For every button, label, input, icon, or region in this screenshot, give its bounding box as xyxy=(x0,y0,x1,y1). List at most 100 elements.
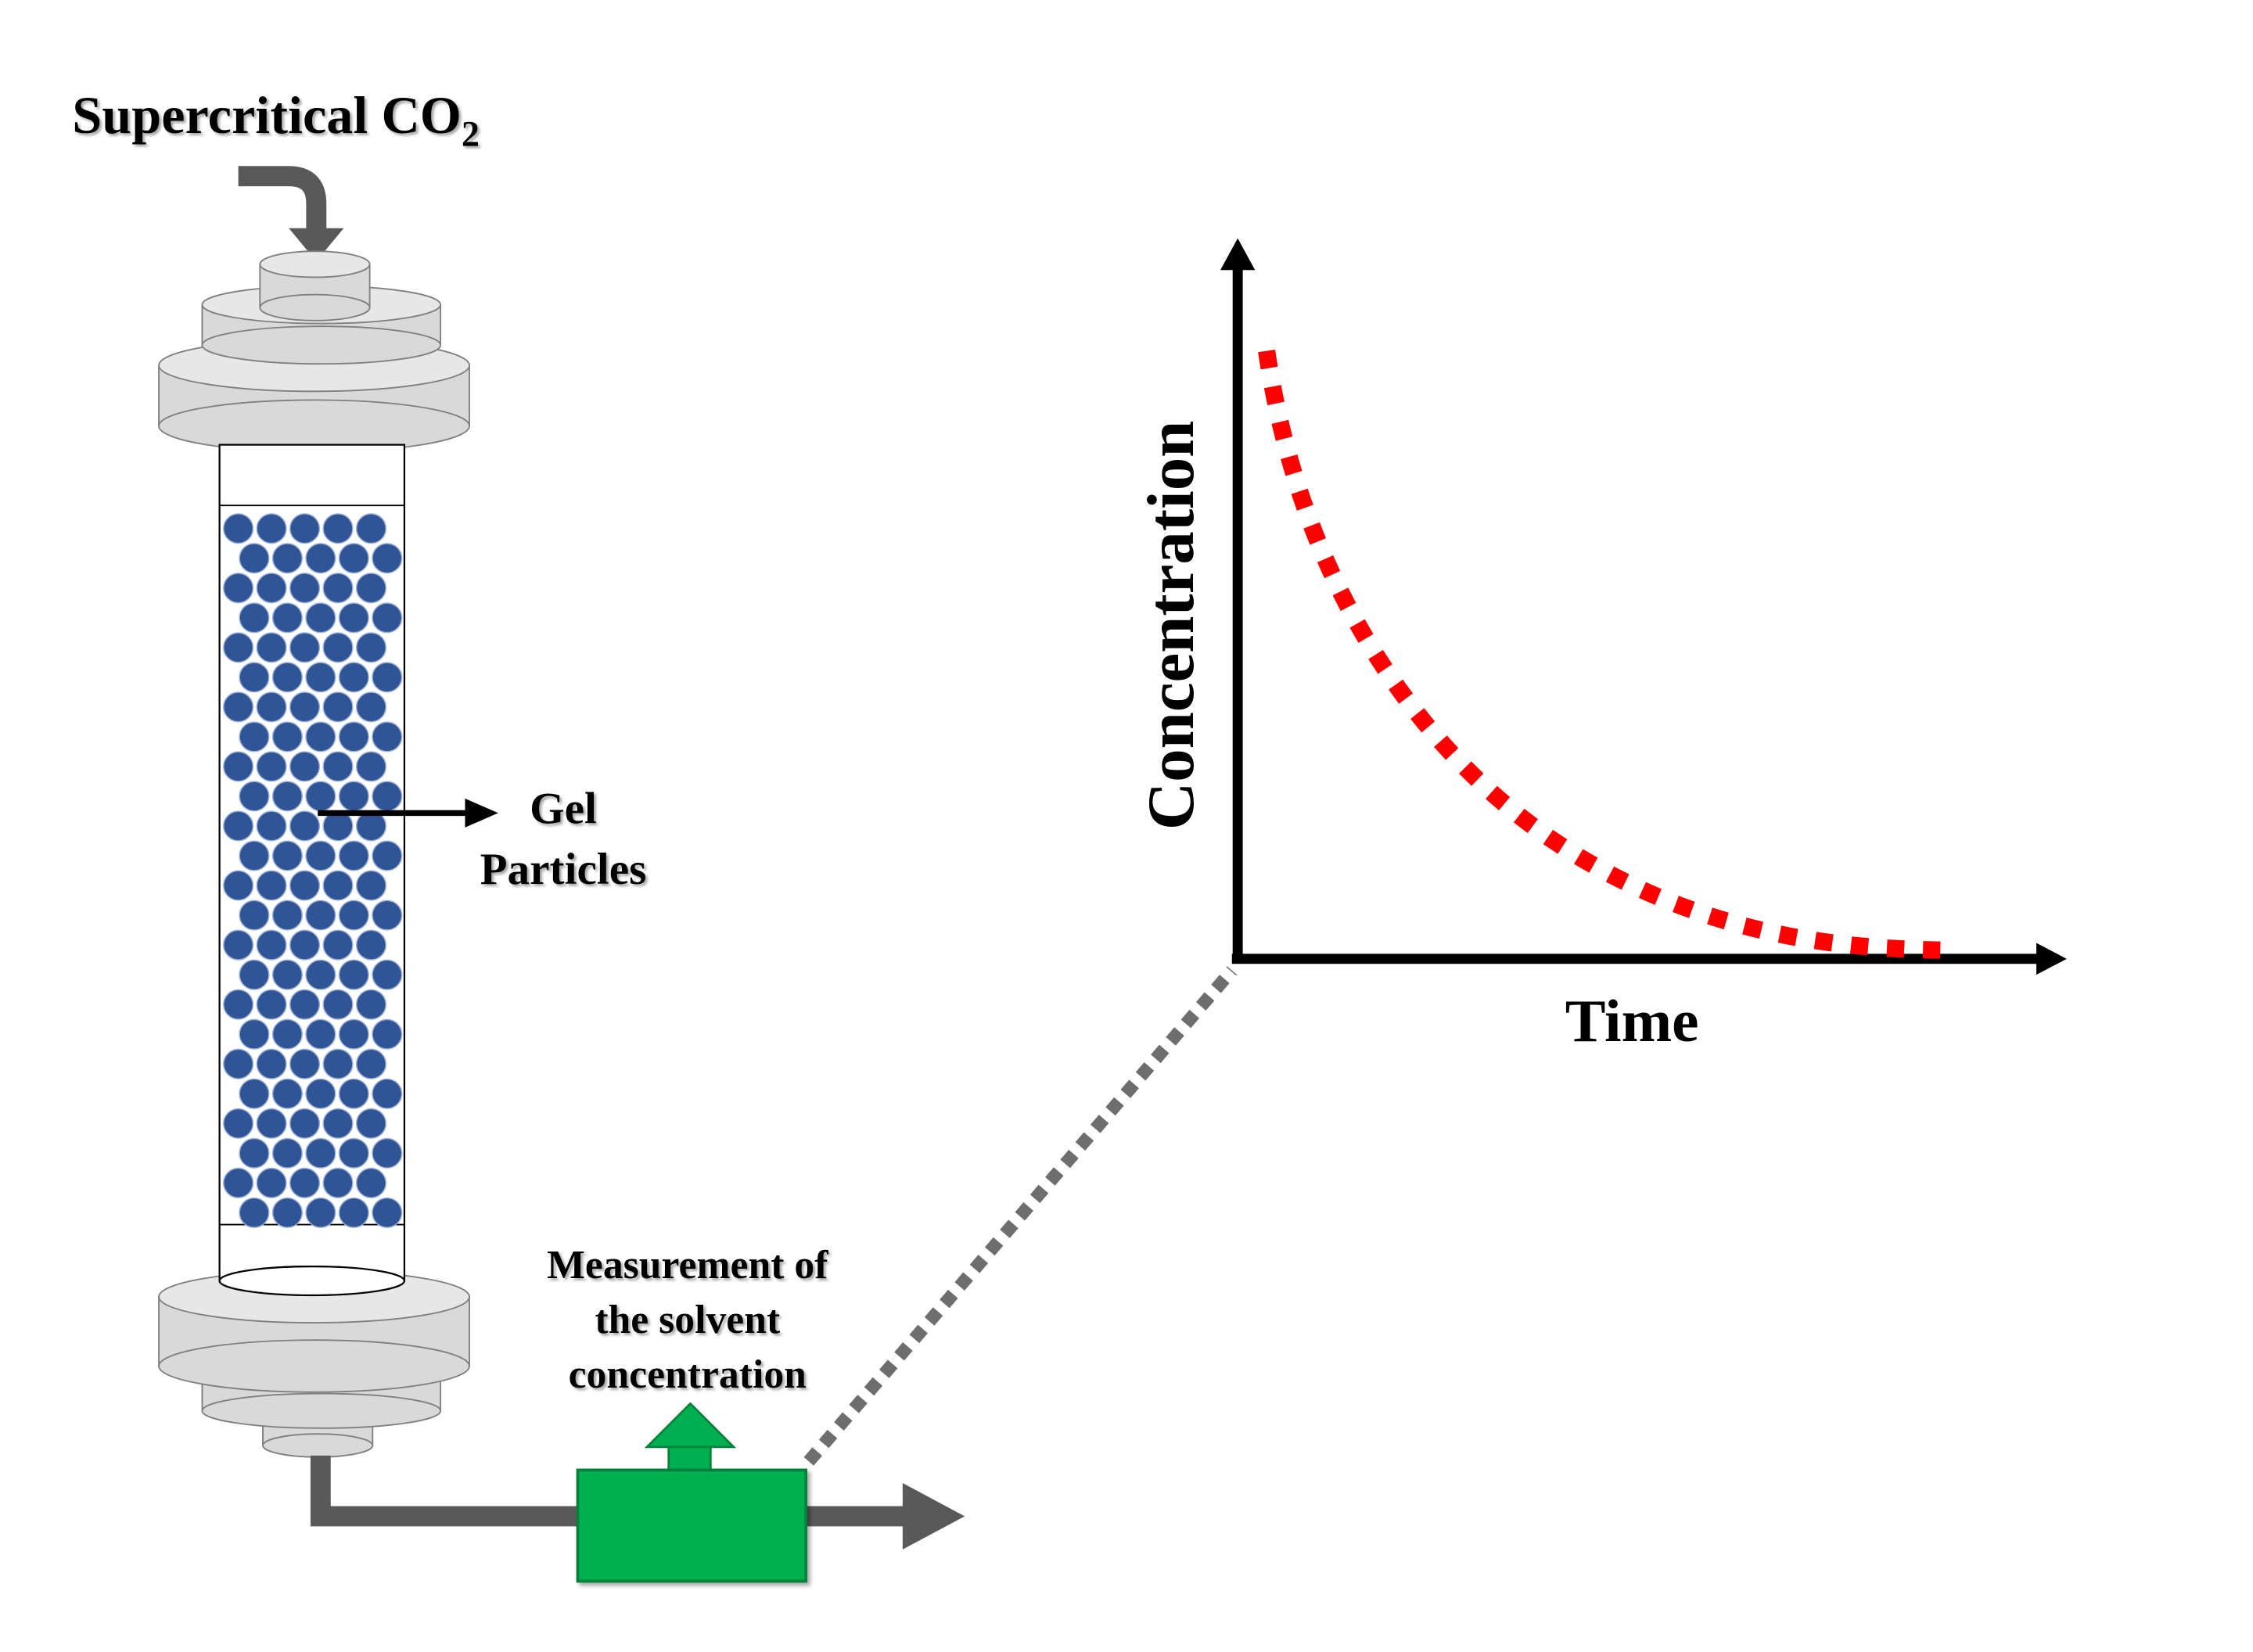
gel-particle xyxy=(305,781,336,812)
gel-particle xyxy=(223,691,254,723)
gel-particle xyxy=(289,691,321,723)
gel-particle xyxy=(256,870,287,901)
gel-particle-bed xyxy=(223,513,403,1228)
gel-particle xyxy=(305,721,336,752)
gel-particle xyxy=(372,781,403,812)
gel-particle xyxy=(322,1048,354,1079)
svg-text:Measurement of: Measurement of xyxy=(547,1243,828,1287)
gel-particle xyxy=(338,900,369,931)
svg-text:concentration: concentration xyxy=(569,1352,807,1397)
gel-particle xyxy=(271,900,303,931)
gel-particle xyxy=(271,602,303,634)
gel-particle xyxy=(289,513,321,544)
inlet-label: Supercritical CO2 xyxy=(72,85,480,154)
svg-text:Particles: Particles xyxy=(480,845,647,894)
inlet-arrow-icon xyxy=(238,166,344,262)
y-axis-arrow-icon xyxy=(1220,238,1256,271)
gel-particle xyxy=(289,1167,321,1198)
gel-particle xyxy=(372,959,403,990)
gel-particle xyxy=(322,691,354,723)
gel-particle xyxy=(305,840,336,871)
gel-particle xyxy=(355,870,387,901)
gel-particle xyxy=(239,840,270,871)
gel-particle xyxy=(271,781,303,812)
gel-particle xyxy=(256,751,287,782)
gel-particle xyxy=(355,929,387,961)
gel-particle xyxy=(223,632,254,663)
gel-particle xyxy=(271,721,303,752)
gel-particle xyxy=(256,1108,287,1139)
gel-particle xyxy=(338,602,369,634)
concentration-decay-curve xyxy=(1258,350,1943,959)
gel-particle xyxy=(239,959,270,990)
gel-particle xyxy=(223,810,254,842)
gel-particle xyxy=(239,543,270,574)
gel-particle xyxy=(372,602,403,634)
gel-particle xyxy=(289,1048,321,1079)
gel-particle xyxy=(256,513,287,544)
gel-particle xyxy=(223,1167,254,1198)
detector-box xyxy=(576,1468,807,1583)
gel-particle xyxy=(239,602,270,634)
gel-particle xyxy=(256,810,287,842)
column-bottom-cap xyxy=(158,1265,470,1458)
gel-particle xyxy=(256,989,287,1020)
gel-particle xyxy=(322,573,354,604)
gel-particle xyxy=(355,1048,387,1079)
gel-particle xyxy=(289,929,321,961)
gel-particle xyxy=(355,573,387,604)
gel-particle xyxy=(223,1048,254,1079)
gel-particle xyxy=(289,810,321,842)
gel-particle xyxy=(322,989,354,1020)
gel-particle xyxy=(372,721,403,752)
gel-particle xyxy=(239,1197,270,1228)
gel-particle xyxy=(355,751,387,782)
gel-particle xyxy=(239,721,270,752)
gel-particle xyxy=(256,1048,287,1079)
svg-text:Gel: Gel xyxy=(530,784,597,833)
gel-particle xyxy=(372,543,403,574)
gel-particle xyxy=(223,989,254,1020)
gel-particle xyxy=(289,751,321,782)
x-axis-arrow-icon xyxy=(2036,943,2067,975)
gel-particle xyxy=(239,1078,270,1109)
gel-particle xyxy=(256,632,287,663)
gel-particle xyxy=(372,1018,403,1050)
gel-particle xyxy=(305,662,336,693)
gel-particle xyxy=(289,1108,321,1139)
gel-particle xyxy=(223,751,254,782)
gel-particle xyxy=(305,1197,336,1228)
column-top-cap xyxy=(158,250,470,453)
gel-particle xyxy=(305,602,336,634)
gel-particle xyxy=(256,691,287,723)
gel-particle xyxy=(289,573,321,604)
gel-particle xyxy=(372,1197,403,1228)
gel-particle xyxy=(305,1137,336,1169)
gel-particle xyxy=(223,870,254,901)
outlet-arrow-icon xyxy=(902,1483,965,1550)
measurement-label: Measurement of the solvent concentration xyxy=(547,1243,828,1397)
gel-particle xyxy=(338,1078,369,1109)
gel-particle xyxy=(271,662,303,693)
gel-particle xyxy=(305,543,336,574)
gel-particle xyxy=(338,781,369,812)
gel-particles-label: Gel Particles xyxy=(480,784,647,894)
gel-particle xyxy=(256,1167,287,1198)
particles-pointer-arrow-icon xyxy=(318,798,498,828)
gel-particle xyxy=(338,1018,369,1050)
detector-to-graph-connector xyxy=(803,966,1238,1466)
gel-particle xyxy=(271,1137,303,1169)
gel-particle xyxy=(355,691,387,723)
gel-particle xyxy=(271,840,303,871)
gel-particle xyxy=(239,900,270,931)
gel-particle xyxy=(271,543,303,574)
gel-particle xyxy=(338,1197,369,1228)
y-axis-label: Concentration xyxy=(1134,421,1208,831)
gel-particle xyxy=(223,513,254,544)
svg-text:the solvent: the solvent xyxy=(595,1298,780,1342)
gel-particle xyxy=(338,959,369,990)
gel-particle xyxy=(305,1018,336,1050)
gel-particle xyxy=(355,513,387,544)
gel-particle xyxy=(338,543,369,574)
